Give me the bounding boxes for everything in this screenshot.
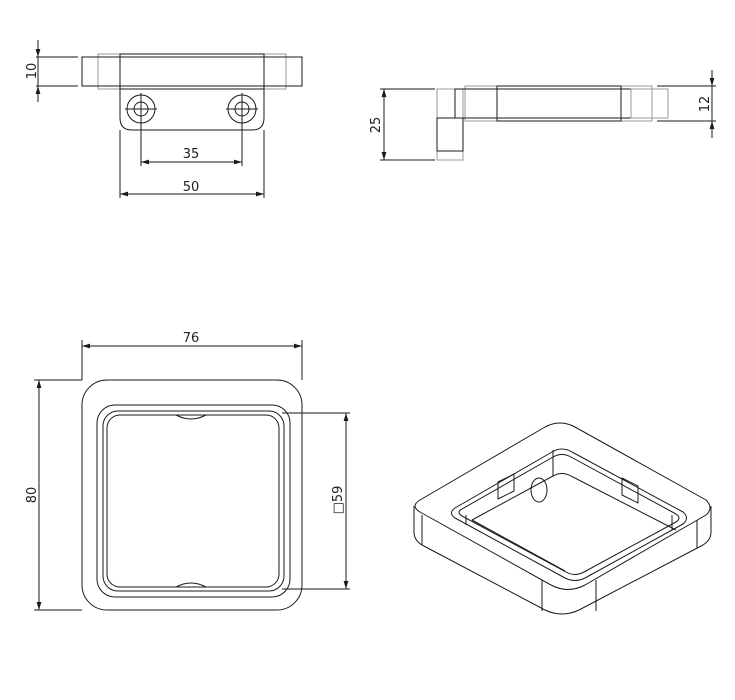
front-view: 76 80 □59 [25, 331, 350, 611]
dim-total-height-25: 25 [369, 117, 384, 134]
isometric-view [413, 422, 712, 615]
mounting-hole-right [226, 93, 258, 125]
top-view: 10 35 50 [25, 40, 303, 198]
mounting-hole-left [125, 93, 157, 125]
dim-height-10: 10 [25, 63, 40, 80]
dim-width-50: 50 [183, 180, 200, 195]
dim-height-80: 80 [25, 487, 40, 504]
dim-body-height-12: 12 [698, 96, 713, 113]
dim-hole-spacing-35: 35 [183, 147, 200, 162]
side-view: 25 12 [369, 70, 716, 161]
dim-inner-square-59: □59 [331, 486, 346, 515]
dim-width-76: 76 [183, 331, 200, 346]
